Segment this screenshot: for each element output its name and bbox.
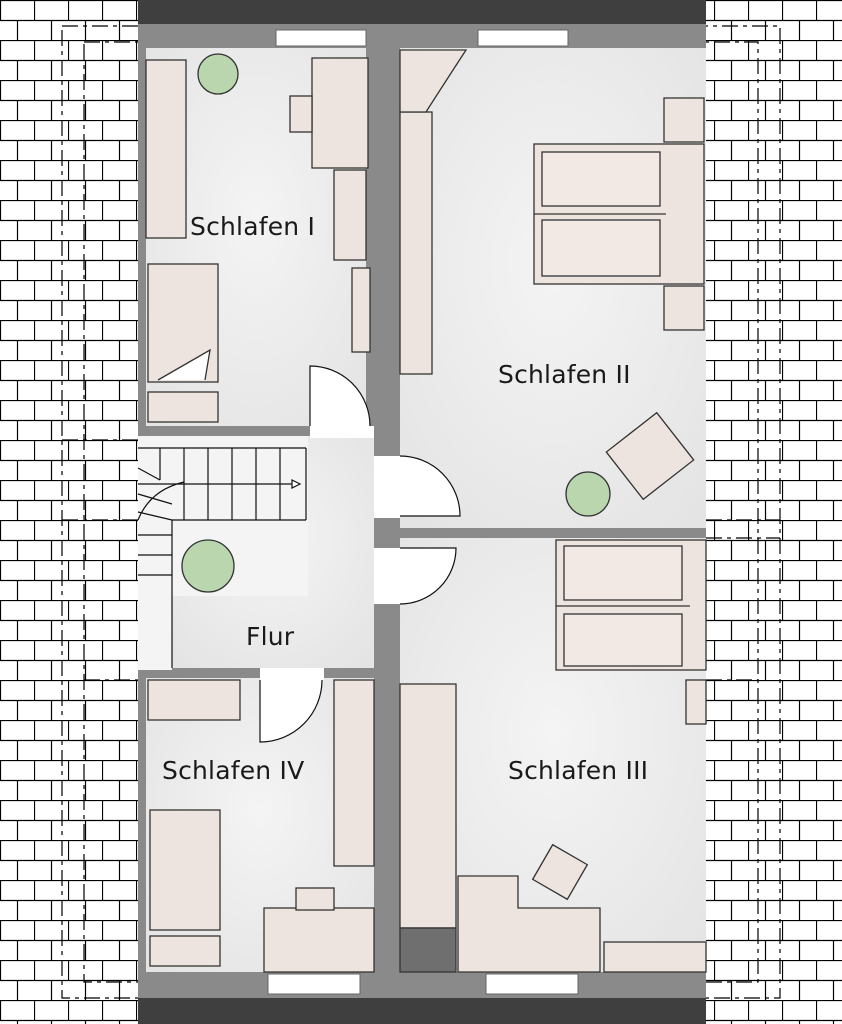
bed: [149, 809, 221, 931]
staircase: [137, 447, 307, 668]
roof-band-bottom: [138, 998, 706, 1024]
doors: [259, 365, 461, 743]
shelf: [147, 679, 241, 721]
windows: [267, 29, 579, 995]
low-shelf: [603, 941, 707, 973]
furniture-flur: [181, 539, 235, 593]
room-label-schlafen-2: Schlafen II: [498, 360, 631, 389]
night-table-top: [663, 97, 705, 143]
desk: [457, 875, 601, 973]
night-table: [147, 391, 219, 423]
chair: [289, 95, 313, 133]
plant-icon: [565, 471, 611, 517]
wardrobe: [333, 679, 375, 867]
chair: [295, 887, 335, 911]
furniture-schlafen-3: [399, 539, 707, 973]
chair: [531, 843, 589, 901]
room-label-flur: Flur: [246, 622, 295, 651]
furniture-schlafen-1: [145, 53, 371, 423]
shelf: [333, 169, 367, 261]
plant-icon: [181, 539, 235, 593]
night-table: [149, 935, 221, 967]
roof-band-top: [138, 0, 706, 24]
armchair: [605, 411, 695, 501]
desk: [311, 57, 369, 169]
furniture-schlafen-2: [399, 49, 705, 517]
shelf-low: [351, 267, 371, 353]
roof-tiles-right: [706, 0, 842, 1024]
night-table: [685, 679, 707, 725]
corner-shelf: [399, 49, 468, 113]
furniture-schlafen-4: [147, 679, 375, 973]
wardrobe: [399, 683, 457, 929]
room-label-schlafen-1: Schlafen I: [190, 212, 316, 241]
desk: [263, 907, 375, 973]
floor-stair-lower: [138, 520, 172, 670]
room-label-schlafen-4: Schlafen IV: [162, 756, 305, 785]
roof-tiles-left: [0, 0, 138, 1024]
wardrobe: [399, 111, 433, 375]
shelf-dark: [399, 927, 457, 973]
wardrobe: [145, 59, 187, 239]
room-label-schlafen-3: Schlafen III: [508, 756, 649, 785]
night-table-bottom: [663, 285, 705, 331]
plant-icon: [197, 53, 239, 95]
